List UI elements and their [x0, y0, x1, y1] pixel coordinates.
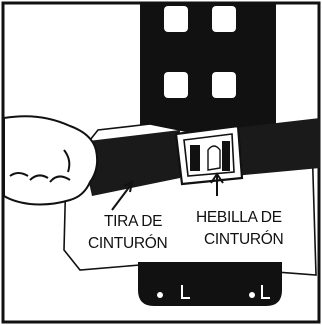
bracket-holes [181, 285, 270, 299]
buckle-label-line2: CINTURÓN [204, 231, 283, 248]
strap-label-line2: CINTURÓN [88, 235, 167, 252]
backrest-slots [164, 6, 236, 98]
belt-buckle [174, 124, 244, 186]
buckle-label-line1: HEBILLA DE [196, 209, 282, 226]
hand-drawing [3, 115, 99, 206]
belt-strap-left [80, 130, 180, 196]
callout-arrows [111, 172, 224, 211]
strap-label-line1: TIRA DE [104, 213, 162, 230]
belt-strap-right [234, 118, 320, 176]
mount-bracket [138, 262, 282, 306]
